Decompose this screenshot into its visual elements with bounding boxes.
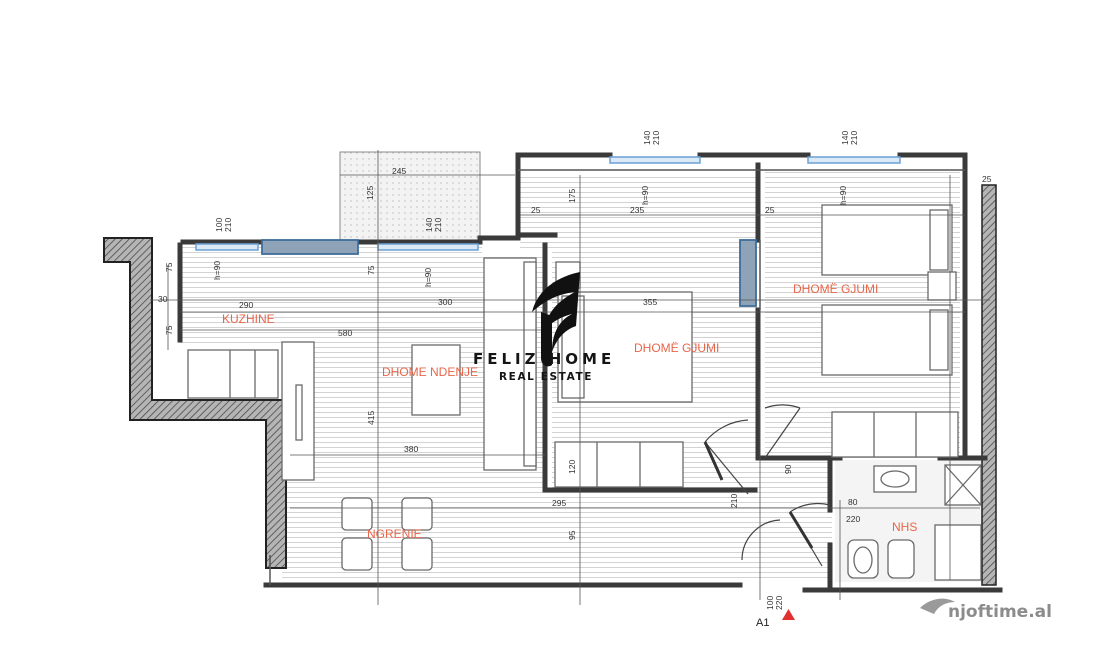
dim-245: 245 xyxy=(392,166,406,176)
kitchen-counter xyxy=(187,349,279,399)
thin-walls xyxy=(269,169,965,585)
dim-window-4: 140210 xyxy=(840,131,859,145)
dim-125: 125 xyxy=(365,186,375,200)
brand-name: FELIZ HOME xyxy=(473,350,615,368)
watermark-logo-icon xyxy=(920,598,955,614)
room-label-bedroom-right: DHOMË GJUMI xyxy=(793,282,878,296)
dim-75a: 75 xyxy=(164,262,174,272)
window-bedroom-center xyxy=(609,156,701,164)
dim-290: 290 xyxy=(239,300,253,310)
nightstand-right xyxy=(927,271,957,301)
brand-subtitle: REAL ESTATE xyxy=(499,371,593,383)
brand-mark-stem-icon xyxy=(541,312,552,367)
dim-window-3: 140210 xyxy=(642,131,661,145)
window-bedroom-right xyxy=(807,156,901,164)
dim-90: 90 xyxy=(783,464,793,474)
dim-120: 120 xyxy=(567,460,577,474)
dim-210: 210 xyxy=(729,494,739,508)
dim-h3: h=90 xyxy=(640,186,650,205)
dim-580: 580 xyxy=(338,328,352,338)
fridge-handle xyxy=(295,384,303,441)
dim-h1: h=90 xyxy=(212,261,222,280)
left-structural-wall xyxy=(103,237,287,569)
room-label-living: DHOME NDENJE xyxy=(382,365,478,379)
dim-window-2: 140210 xyxy=(424,218,443,232)
sofa-back xyxy=(523,261,537,467)
door-swing-bedroom-right xyxy=(764,404,801,459)
room-label-bath: NHS xyxy=(892,520,917,534)
dim-75b: 75 xyxy=(164,325,174,335)
window-living xyxy=(377,243,479,251)
section-marker-arrow-icon xyxy=(782,609,795,620)
bath-sink-basin xyxy=(880,470,910,488)
toilet-bowl xyxy=(853,546,873,574)
right-structural-wall xyxy=(981,184,997,586)
wardrobe-center xyxy=(554,441,684,488)
watermark-text: njoftime.al xyxy=(948,602,1052,622)
dim-25a: 25 xyxy=(531,205,541,215)
chair-2 xyxy=(341,537,373,571)
door-swing-bedroom-center xyxy=(704,419,749,495)
brand-mark-icon xyxy=(532,272,580,352)
chair-3 xyxy=(401,497,433,531)
wardrobe-blue-2 xyxy=(739,239,757,307)
dim-25c: 25 xyxy=(982,174,992,184)
dim-80: 80 xyxy=(848,497,858,507)
watermark: njoftime.al xyxy=(920,598,1052,622)
dim-415: 415 xyxy=(366,411,376,425)
chair-4 xyxy=(401,537,433,571)
dimension-labels: 245 125 175 235 25 25 25 30 75 75 75 290… xyxy=(158,131,992,610)
dim-295: 295 xyxy=(552,498,566,508)
room-label-dining: NGRENIE xyxy=(367,527,422,541)
dim-235: 235 xyxy=(630,205,644,215)
pillow-right-2 xyxy=(929,309,949,371)
dim-380: 380 xyxy=(404,444,418,454)
dim-30: 30 xyxy=(158,294,168,304)
door-swing-entrance xyxy=(741,519,781,561)
dim-75c: 75 xyxy=(366,265,376,275)
dim-95: 95 xyxy=(567,530,577,540)
dim-175: 175 xyxy=(567,189,577,203)
dining-table xyxy=(411,344,461,416)
section-marker: A1 xyxy=(756,609,795,629)
walls xyxy=(177,152,1003,593)
room-label-bedroom-center: DHOMË GJUMI xyxy=(634,341,719,355)
dim-h4: h=90 xyxy=(838,186,848,205)
section-marker-label: A1 xyxy=(756,617,769,629)
dim-300: 300 xyxy=(438,297,452,307)
dim-220: 220 xyxy=(846,514,860,524)
wardrobe-blue-1 xyxy=(261,239,359,255)
dim-door-1: 100220 xyxy=(765,596,784,610)
dim-window-1: 100210 xyxy=(214,218,233,232)
chair-1 xyxy=(341,497,373,531)
washing-machine xyxy=(934,524,982,581)
balcony xyxy=(339,151,481,243)
windows xyxy=(195,156,901,307)
room-label-kitchen: KUZHINE xyxy=(222,312,275,326)
bidet xyxy=(887,539,915,579)
wardrobe-right xyxy=(831,411,959,458)
dim-25b: 25 xyxy=(765,205,775,215)
window-kitchen xyxy=(195,243,259,251)
dim-355: 355 xyxy=(643,297,657,307)
pillow-right-1 xyxy=(929,209,949,271)
brand-logo: FELIZ HOME REAL ESTATE xyxy=(473,272,615,383)
dim-h2: h=90 xyxy=(423,268,433,287)
door-swings xyxy=(703,404,831,567)
hall-floor xyxy=(520,175,760,250)
